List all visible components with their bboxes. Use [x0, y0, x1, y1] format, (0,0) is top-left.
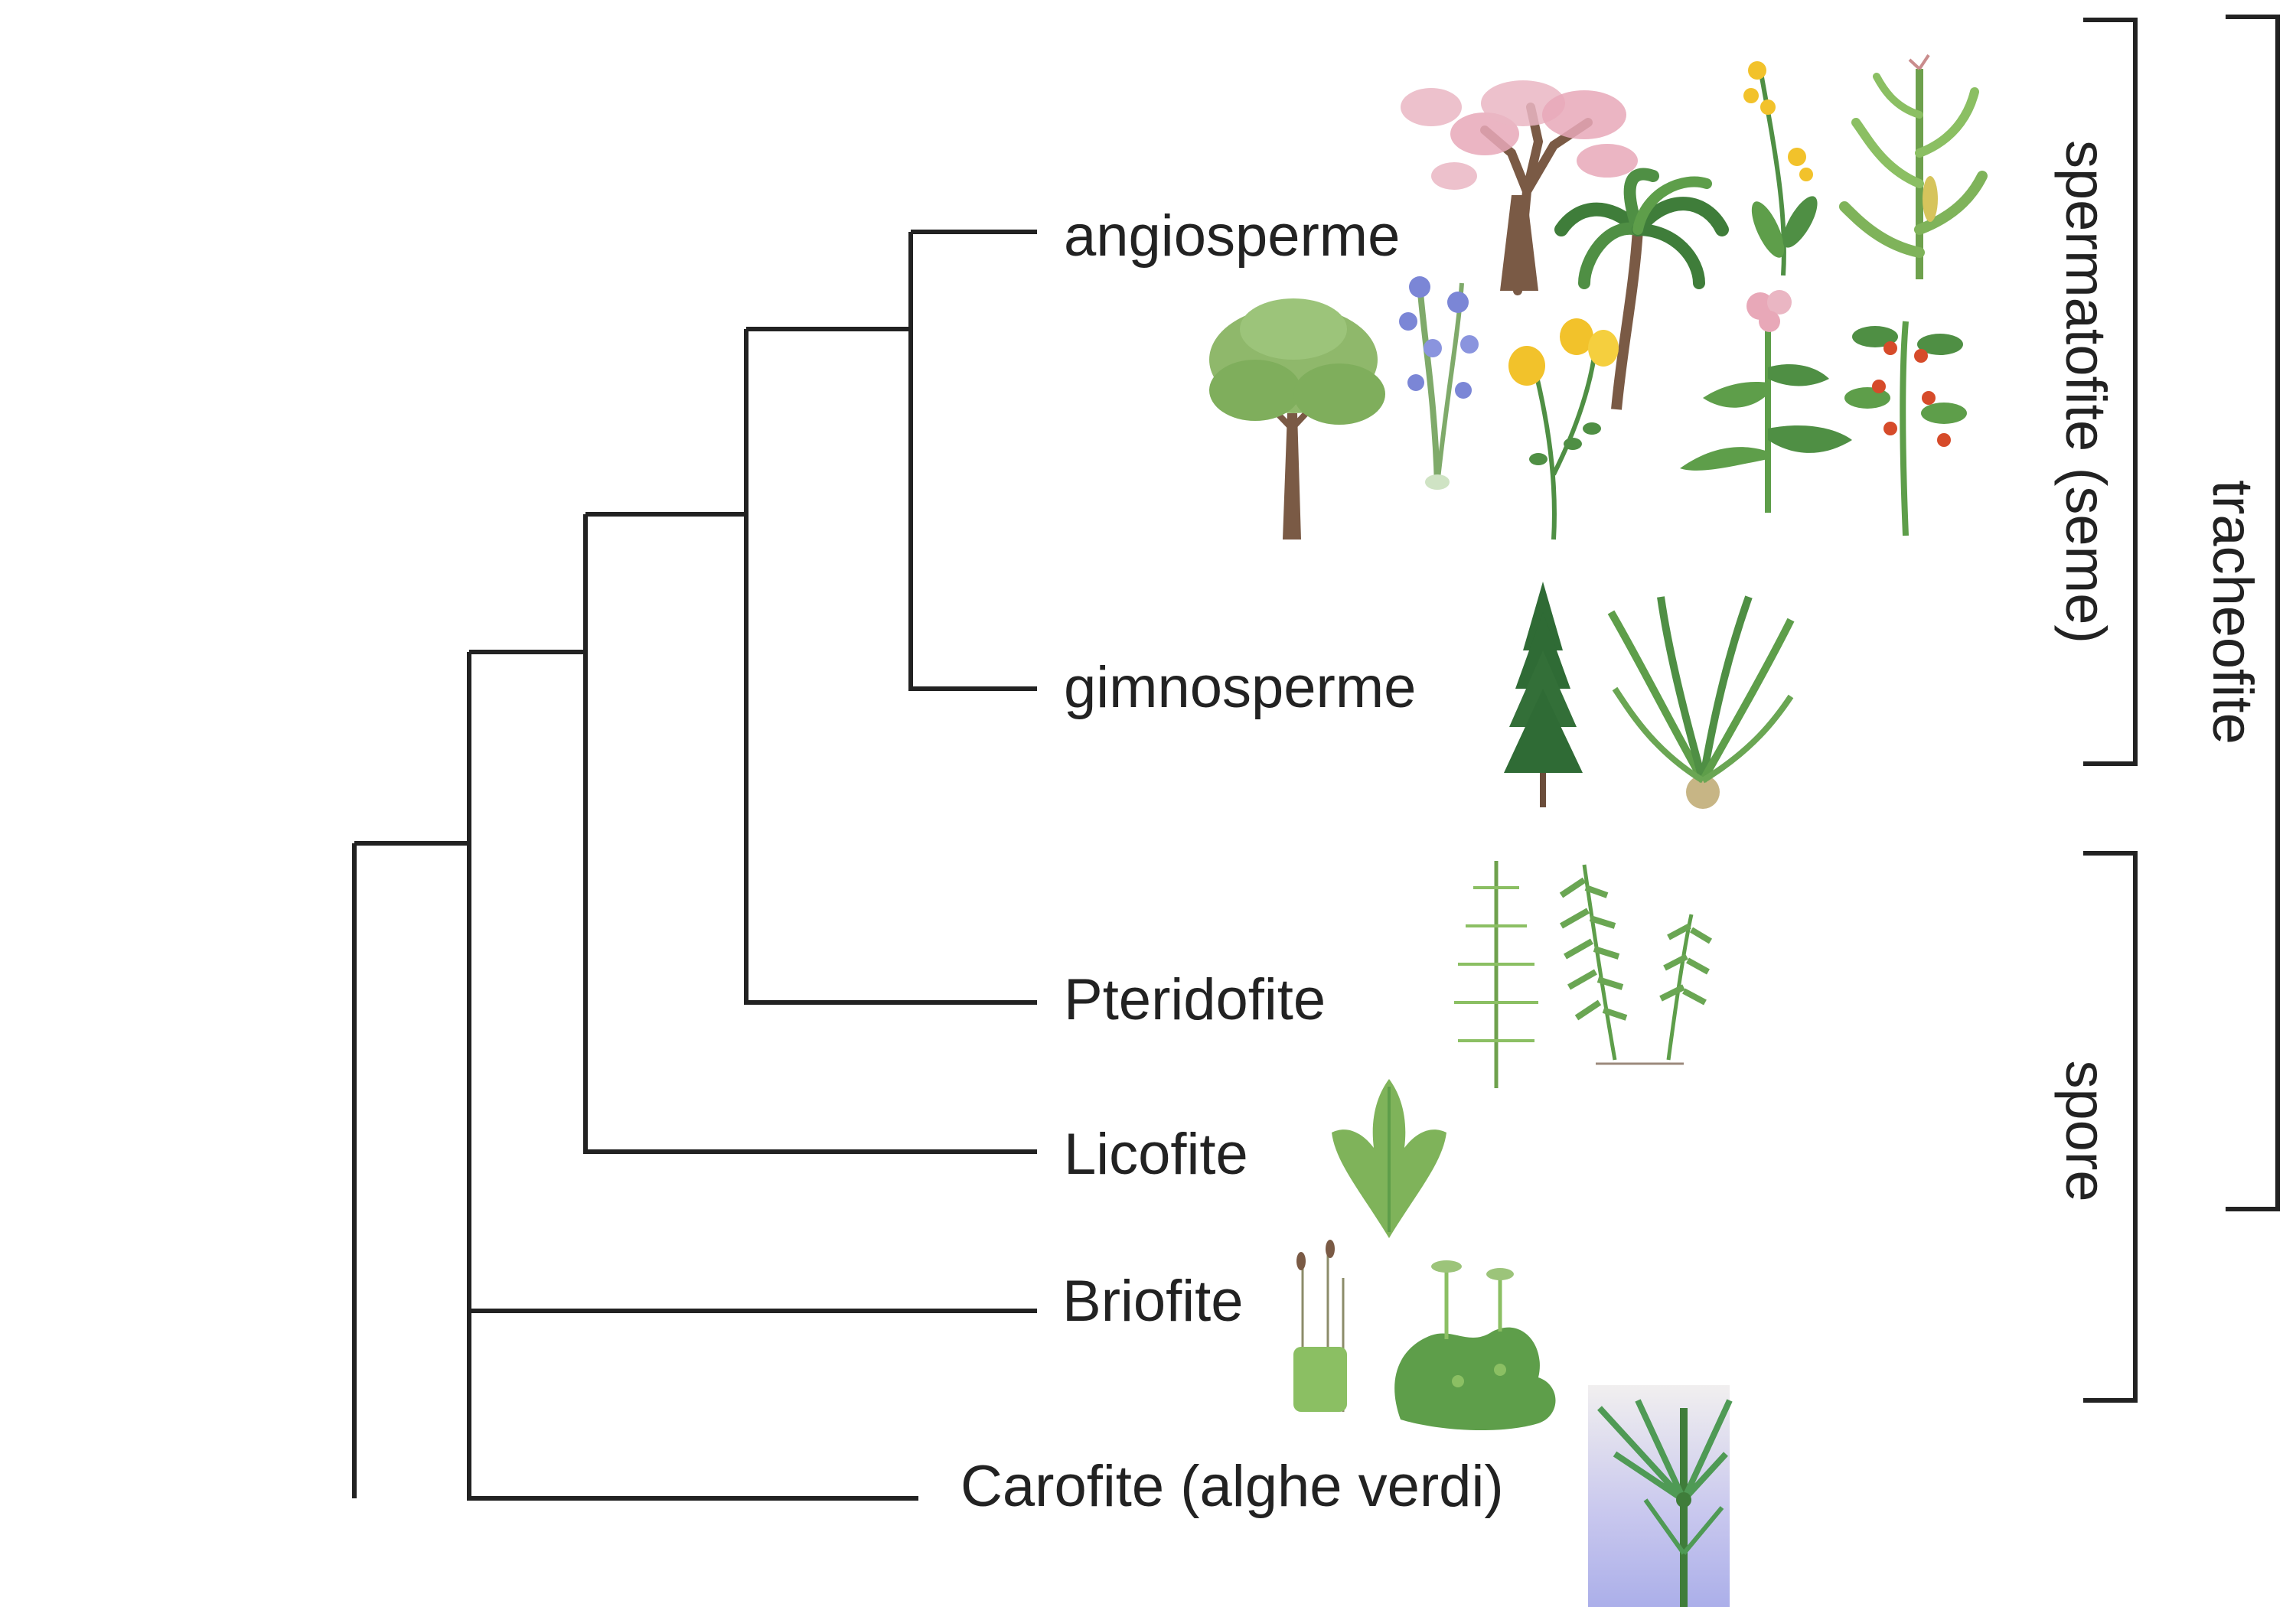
bracket-tracheofite: tracheofite — [2201, 15, 2280, 1211]
fern-icon — [1559, 864, 1713, 1065]
branch-euphyllophyta — [585, 329, 1037, 1005]
branch-root — [467, 843, 918, 1501]
label-gimnosperme: gimnosperme — [1064, 655, 1416, 720]
palm-tree-icon — [1554, 168, 1729, 410]
label-angiosperme: angiosperme — [1064, 204, 1400, 269]
moss-icon — [1293, 1240, 1347, 1412]
oak-tree-icon — [1209, 298, 1385, 539]
clubmoss-icon — [1332, 1079, 1446, 1238]
branch-embryophyta — [354, 652, 1037, 1313]
branch-tracheophyta — [469, 514, 1037, 1154]
label-spore: spore — [2054, 1060, 2118, 1201]
label-licofite: Licofite — [1064, 1122, 1248, 1187]
label-briofite: Briofite — [1062, 1269, 1244, 1334]
tomato-plant-icon — [1844, 321, 1967, 536]
bracket-spore: spore — [2054, 851, 2138, 1403]
cycad-icon — [1607, 595, 1795, 809]
cherry-tree-icon — [1401, 80, 1638, 295]
chara-algae-icon — [1588, 1385, 1733, 1607]
bracket-spermatofite: spermatofite (seme) — [2054, 18, 2138, 766]
label-carofite: Carofite (alghe verdi) — [960, 1454, 1504, 1519]
branch-spermatophyta — [746, 232, 1037, 691]
bluebell-plant-icon — [1399, 276, 1479, 490]
label-spermatofite: spermatofite (seme) — [2054, 140, 2118, 644]
pink-flower-plant-icon — [1680, 290, 1852, 513]
label-pteridofite: Pteridofite — [1064, 967, 1326, 1032]
liverwort-icon — [1394, 1260, 1556, 1431]
yellow-flower-plant-icon — [1508, 318, 1619, 540]
spruce-tree-icon — [1504, 582, 1583, 807]
canola-plant-icon — [1743, 61, 1818, 276]
tree-branches — [352, 230, 1037, 1501]
horsetail-icon — [1454, 861, 1538, 1088]
corn-plant-icon — [1839, 54, 1988, 279]
label-tracheofite: tracheofite — [2201, 480, 2265, 745]
